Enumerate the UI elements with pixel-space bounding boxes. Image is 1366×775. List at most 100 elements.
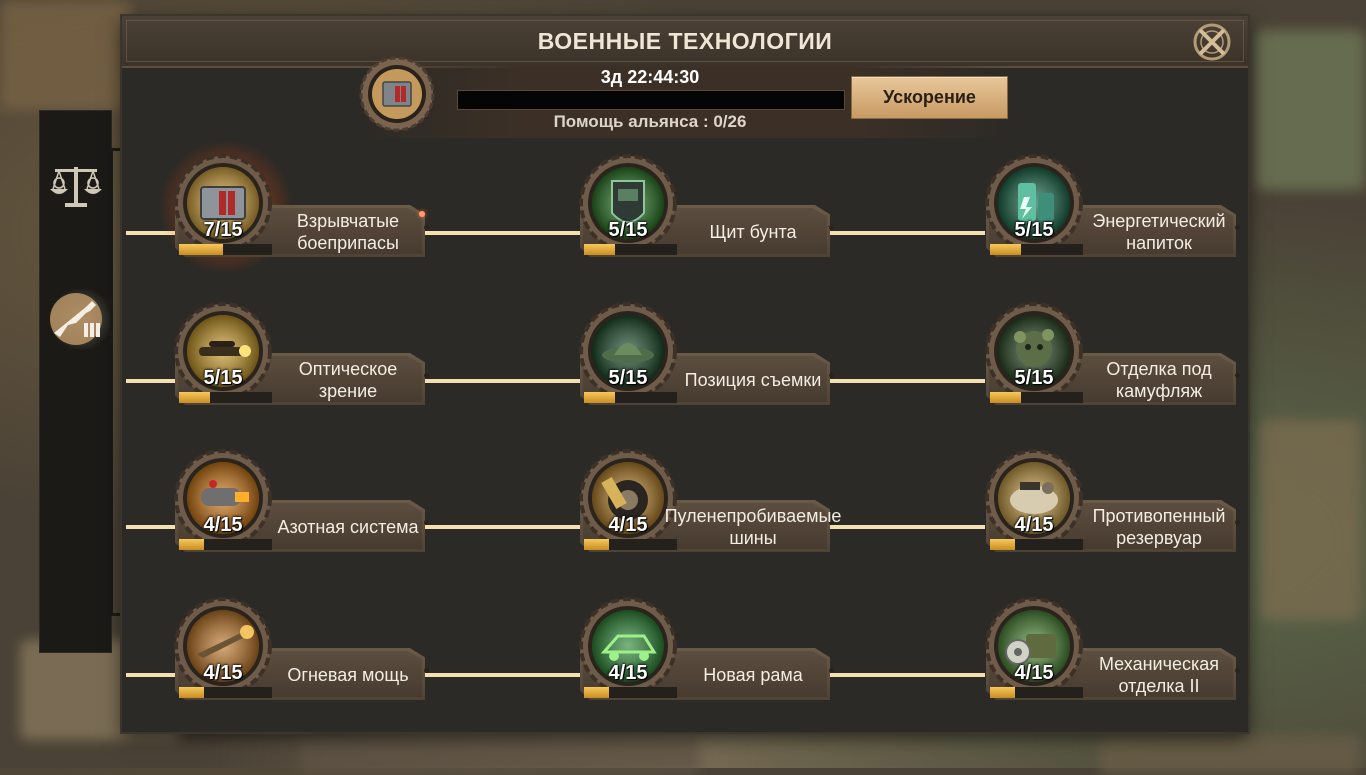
tech-name: Новая рама (703, 665, 803, 685)
tech-progress-fill (584, 539, 610, 550)
tech-progress-fill (179, 539, 205, 550)
tech-name: Отделка под камуфляж (1106, 359, 1212, 401)
tech-name: Взрывчатые боеприпасы (296, 211, 400, 253)
tech-progress-fill (179, 392, 210, 403)
ammo-crate-icon (359, 56, 435, 132)
rifle-ammo-icon (49, 292, 102, 345)
tech-level: 7/15 (203, 219, 243, 241)
tech-name: Противопенный резервуар (1092, 506, 1226, 548)
tech-level: 4/15 (1014, 514, 1054, 536)
scope-icon (174, 302, 272, 400)
tech-progress-bar (584, 687, 677, 698)
scales-coin-icon (49, 166, 102, 207)
sidebar-tab-military[interactable] (40, 283, 116, 354)
plate-rivet (424, 668, 429, 673)
plate-rivet (424, 520, 429, 525)
tech-name: Позиция съемки (684, 370, 822, 390)
plate-rivet (424, 373, 429, 378)
tech-node[interactable]: 4/15 Новая рама (578, 596, 838, 706)
nitro-icon (174, 449, 272, 547)
alliance-help-text: Помощь альянса : 0/26 (553, 112, 747, 131)
tech-connector-line (828, 673, 985, 677)
tech-node[interactable]: 5/15 Позиция съемки (578, 301, 838, 411)
tech-connector-line (420, 525, 580, 529)
plate-rivet (1235, 668, 1240, 673)
current-research-gear[interactable] (359, 56, 435, 132)
tech-progress-fill (179, 244, 223, 255)
tech-progress-fill (990, 392, 1021, 403)
tech-level: 5/15 (608, 219, 648, 241)
tech-connector-line (828, 379, 985, 383)
tech-node[interactable]: 5/15 Оптическое зрение (173, 301, 433, 411)
tech-progress-bar (990, 539, 1083, 550)
tech-name: Пуленепробиваемые шины (664, 506, 842, 548)
tech-level: 4/15 (203, 514, 243, 536)
tech-progress-fill (990, 244, 1021, 255)
tech-name: Огневая мощь (287, 665, 409, 685)
tech-node[interactable]: 5/15 Энергетический напиток (984, 153, 1244, 263)
camouflage-icon (985, 302, 1083, 400)
tech-name: Механическая отделка II (1098, 654, 1220, 696)
tech-node[interactable]: 4/15 Огневая мощь (173, 596, 433, 706)
tire-icon (579, 449, 677, 547)
plate-rivet (829, 373, 834, 378)
tech-level: 5/15 (608, 367, 648, 389)
tech-level: 4/15 (203, 662, 243, 684)
tech-connector-line (828, 231, 985, 235)
tech-level: 4/15 (1014, 662, 1054, 684)
tech-name: Оптическое зрение (298, 359, 398, 401)
plate-rivet (1235, 373, 1240, 378)
tech-connector-line (126, 525, 175, 529)
plate-rivet (829, 520, 834, 525)
research-progress-bar (457, 90, 845, 110)
tech-node[interactable]: 7/15 Взрывчатые боеприпасы (151, 137, 433, 277)
window-title: ВОЕННЫЕ ТЕХНОЛОГИИ (537, 28, 833, 54)
tech-node[interactable]: 5/15 Щит бунта (578, 153, 838, 263)
tech-progress-fill (990, 539, 1016, 550)
tech-name: Энергетический напиток (1092, 211, 1226, 253)
tech-progress-bar (990, 392, 1083, 403)
notification-dot (419, 211, 425, 217)
tech-name: Щит бунта (709, 222, 797, 242)
sidebar-tab-economy[interactable] (40, 149, 111, 220)
tech-connector-line (420, 379, 580, 383)
vehicle-frame-icon (579, 597, 677, 695)
research-timer: 3д 22:44:30 (600, 67, 700, 87)
riot-shield-icon (579, 154, 677, 252)
tech-node[interactable]: 4/15 Механическая отделка II (984, 596, 1244, 706)
plate-rivet (1235, 520, 1240, 525)
energy-drink-icon (985, 154, 1083, 252)
tech-progress-fill (584, 392, 615, 403)
speedup-button[interactable]: Ускорение (851, 76, 1008, 119)
tank-reservoir-icon (985, 449, 1083, 547)
tech-connector-line (420, 231, 580, 235)
rifle-fire-icon (174, 597, 272, 695)
tech-connector-line (420, 673, 580, 677)
sniper-hat-icon (579, 302, 677, 400)
tech-connector-line (126, 673, 175, 677)
tech-node[interactable]: 4/15 Противопенный резервуар (984, 448, 1244, 558)
tech-progress-fill (584, 687, 610, 698)
sidebar-rail (110, 148, 125, 616)
plate-rivet (424, 225, 429, 230)
plate-rivet (829, 668, 834, 673)
ammo-crate-icon (174, 154, 272, 252)
tech-progress-fill (990, 687, 1016, 698)
tech-progress-bar (584, 539, 677, 550)
plate-rivet (1235, 225, 1240, 230)
tech-connector-line (126, 379, 175, 383)
tech-progress-bar (179, 687, 272, 698)
tech-connector-line (828, 525, 985, 529)
tech-progress-bar (990, 244, 1083, 255)
close-button[interactable] (1190, 20, 1234, 64)
tech-progress-fill (179, 687, 205, 698)
tech-progress-bar (179, 392, 272, 403)
tech-connector-line (126, 231, 175, 235)
tech-level: 5/15 (203, 367, 243, 389)
tech-progress-bar (179, 539, 272, 550)
tech-level: 5/15 (1014, 219, 1054, 241)
tech-level: 4/15 (608, 662, 648, 684)
